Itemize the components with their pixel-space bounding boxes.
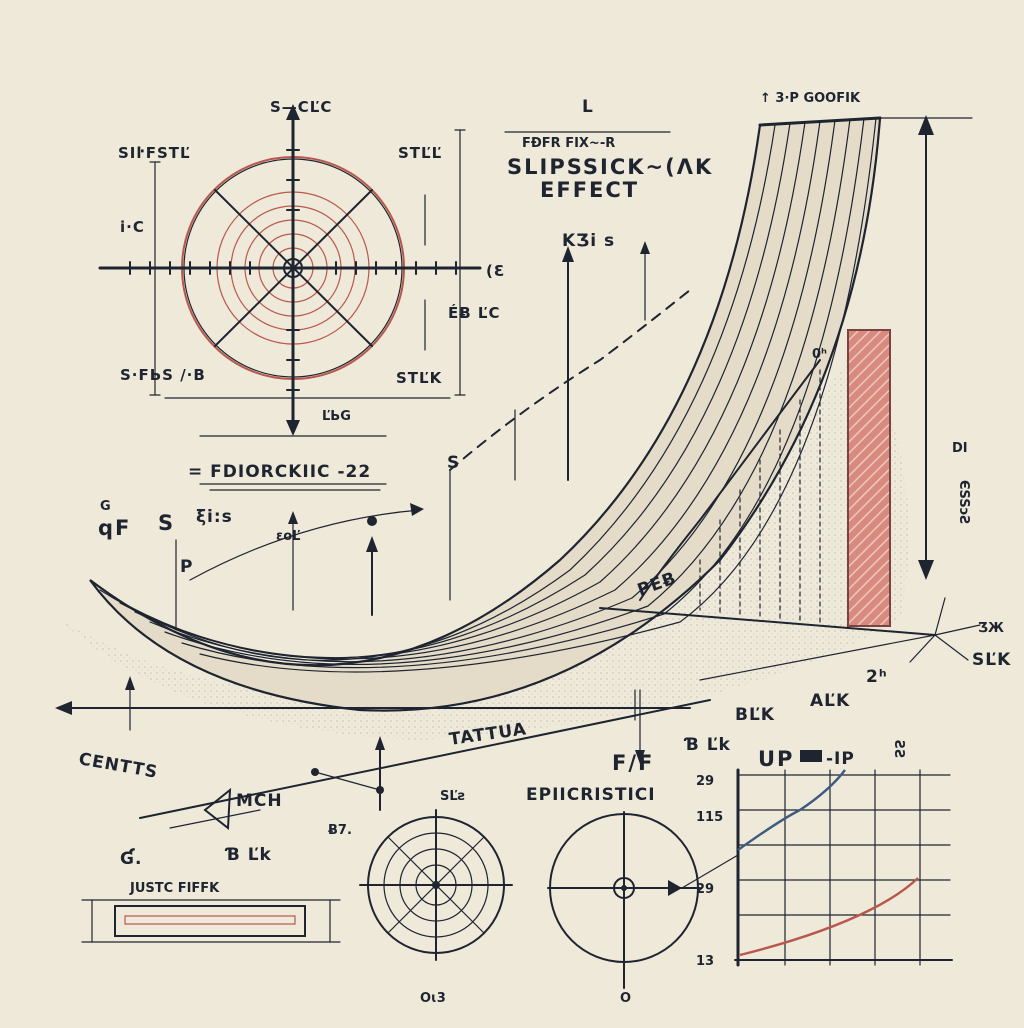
- base-bk-label: BĽK: [735, 705, 775, 725]
- dial-up-arrow: [286, 104, 300, 120]
- epicristic-ff-label: F/F: [612, 751, 654, 775]
- curve-ksi-label: KƷi s: [562, 231, 615, 251]
- chart-y-tick-label: 29: [696, 774, 714, 789]
- lower-dial: SĽƨ Oɩ3 Ƀ7.: [328, 789, 513, 1006]
- dial-left-upper-label: SIŀFSTĽ: [118, 144, 191, 162]
- label-mch: MCH: [236, 791, 283, 811]
- curve-top-label: ↑ 3·P GOOFIK: [760, 91, 861, 106]
- curve-sii-label: ξi:s: [196, 507, 233, 527]
- scale-bar: JUSTC FIFFK: [81, 881, 341, 943]
- dial-right-mid-label: ÉɃ ĽC: [448, 303, 500, 322]
- title-line3: EFFECT: [540, 178, 639, 202]
- curve-grain-lines: [99, 117, 877, 673]
- title-l-mark: L: [582, 97, 594, 117]
- dial-left-lower-label: S·FЬS /·B: [120, 366, 206, 384]
- chart-grid: [737, 769, 951, 966]
- dial-top-label: S—CĽC: [270, 98, 332, 116]
- base-sk-label: SĽK: [972, 650, 1011, 670]
- force-arrows: [175, 241, 691, 631]
- height-arrow-head: [918, 560, 934, 580]
- base-2k-label: 2ʰ: [866, 667, 888, 687]
- curve-oh-label: 0ʰ: [812, 347, 827, 362]
- label-centts: CENTTS: [77, 749, 159, 783]
- diagonal-ground-line: [139, 699, 711, 819]
- curve-dashed-verticals: [699, 369, 821, 623]
- perspective-lines: CENTTS TATTUA MCH Ɓ Ľk Ɠ. Ɓ Ľk: [55, 676, 731, 869]
- curve-eol-label: ɛoĽ: [276, 529, 300, 544]
- slip-stick-curve: ↑ 3·P GOOFIK DI ЄSSɔƧ ƷЖ SĽK 2ʰ AĽK BĽK: [60, 91, 1011, 740]
- curve-body: [89, 116, 882, 712]
- epicristic-bottom-label: O: [620, 991, 631, 1006]
- lower-dial-bottom-label: Oɩ3: [420, 991, 446, 1006]
- dial-right-lower-label: STĽK: [396, 369, 443, 387]
- scale-bar-label: JUSTC FIFFK: [129, 881, 220, 896]
- epicristic-dial: F/F EPIICRISTICI O: [526, 751, 739, 1006]
- lower-dial-top-label: SĽƨ: [440, 789, 465, 804]
- title-line2: SLIPSSICK~(ɅK: [507, 155, 713, 179]
- chart-y-tick-label: 13: [696, 954, 714, 969]
- crosshair-dial: S—CĽC SIŀFSTĽ i·C STĽĽ ÉɃ ĽC (Ɛ S·FЬS /·…: [98, 98, 505, 491]
- chart-corner-label: ƧƧ: [891, 740, 906, 759]
- chart-legend-text: UP: [758, 747, 794, 771]
- chart-y-tick-labels: 29 115 29 13: [696, 774, 723, 969]
- chart-y-tick-label: 115: [696, 810, 723, 825]
- label-gk-right: Ɓ Ľk: [683, 735, 731, 755]
- dial-ticks: [129, 149, 457, 391]
- base-line: [599, 607, 936, 636]
- label-gl: Ɠ.: [120, 847, 142, 869]
- chart-legend-side: -IP: [826, 749, 855, 769]
- dial-bottom-mark: ĽЬG: [322, 409, 351, 424]
- dial-formula: = FDIORCKIIC -22: [188, 462, 371, 482]
- chart-legend-swatch: [800, 750, 822, 762]
- curve-p-label: P: [180, 557, 193, 577]
- base-ak-lower-label: AĽK: [810, 691, 850, 711]
- base-fan-lines: [699, 597, 981, 681]
- dial-right-upper-label: STĽĽ: [398, 144, 442, 162]
- dial-down-arrow: [286, 420, 300, 436]
- chart-y-tick-label: 29: [696, 882, 714, 897]
- hatched-block-border: [847, 329, 891, 627]
- height-side-label: ЄSSɔƧ: [956, 480, 971, 525]
- title-block: L FƉFR FIX~-R SLIPSSICK~(ɅK EFFECT: [504, 97, 713, 202]
- dial-left-mid-label: i·C: [120, 218, 145, 236]
- dial-diagonal-b: [214, 189, 373, 347]
- dial-right-edge-label: (Ɛ: [486, 262, 505, 280]
- curve-trace-right: [639, 359, 821, 601]
- hatched-block: [847, 329, 891, 627]
- epicristic-label: EPIICRISTICI: [526, 785, 656, 805]
- label-gk-left: Ɓ Ľk: [224, 845, 272, 865]
- curve-s-label: S: [447, 453, 460, 473]
- small-chart: UP -IP ƧƧ 29 115 29 13: [696, 740, 953, 969]
- dial-dimension-lines: [149, 129, 466, 491]
- curve-shadow: [60, 340, 909, 740]
- chart-series-red: [739, 877, 919, 957]
- height-arrow-tail: [918, 115, 934, 135]
- height-di-label: DI: [952, 441, 968, 456]
- curve-s-big-label: S: [158, 511, 175, 535]
- chart-series-blue: [737, 769, 846, 851]
- curve-top-edge: [758, 116, 882, 127]
- curve-g-label: G: [100, 499, 111, 514]
- title-line1: FƉFR FIX~-R: [522, 136, 615, 151]
- base-ak-label: ƷЖ: [978, 621, 1004, 636]
- lower-dial-left-label: Ƀ7.: [328, 823, 352, 838]
- curve-qf-label: qF: [98, 516, 131, 540]
- scale-bar-rect: [114, 905, 306, 937]
